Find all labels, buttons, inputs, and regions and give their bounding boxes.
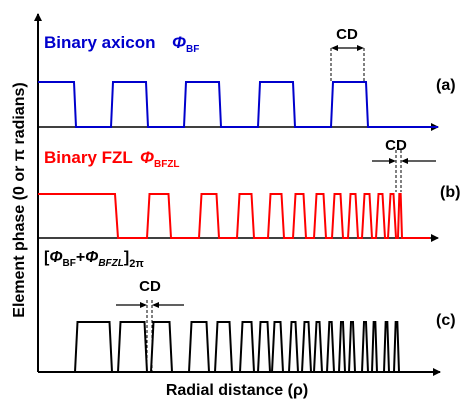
panel-b-cd-label: CD <box>385 137 407 154</box>
x-axis-label: Radial distance (ρ) <box>166 382 308 399</box>
panel-c-formula: [ΦBF+ΦBFZL]2π <box>44 249 144 270</box>
panel-c-cd-label: CD <box>139 278 161 295</box>
panel-b-title: Binary FZL ΦBFZL <box>44 148 180 170</box>
panel-a-cd-label: CD <box>336 26 358 43</box>
panel-b-symbol: ΦBFZL <box>140 148 180 170</box>
panel-b-cd-annotation: CD <box>372 137 436 192</box>
panel-c-cd-annotation: CD <box>116 278 184 372</box>
panel-b-title-text: Binary FZL <box>44 148 133 167</box>
panel-b-binary-fzl-waveform <box>38 193 430 239</box>
panel-c-combined-waveform <box>38 321 440 373</box>
y-axis-label: Element phase (0 or π radians) <box>11 82 28 317</box>
panel-c-tag: (c) <box>436 312 456 329</box>
panel-a-symbol: ΦBF <box>172 33 199 55</box>
panel-a-cd-annotation: CD <box>330 26 365 82</box>
panel-b-tag: (b) <box>440 184 460 201</box>
panel-a-title: Binary axicon ΦBF <box>44 33 199 55</box>
panel-a-title-text: Binary axicon <box>44 33 156 52</box>
panel-a-binary-axicon-waveform <box>38 81 438 128</box>
panel-a-tag: (a) <box>436 77 456 94</box>
